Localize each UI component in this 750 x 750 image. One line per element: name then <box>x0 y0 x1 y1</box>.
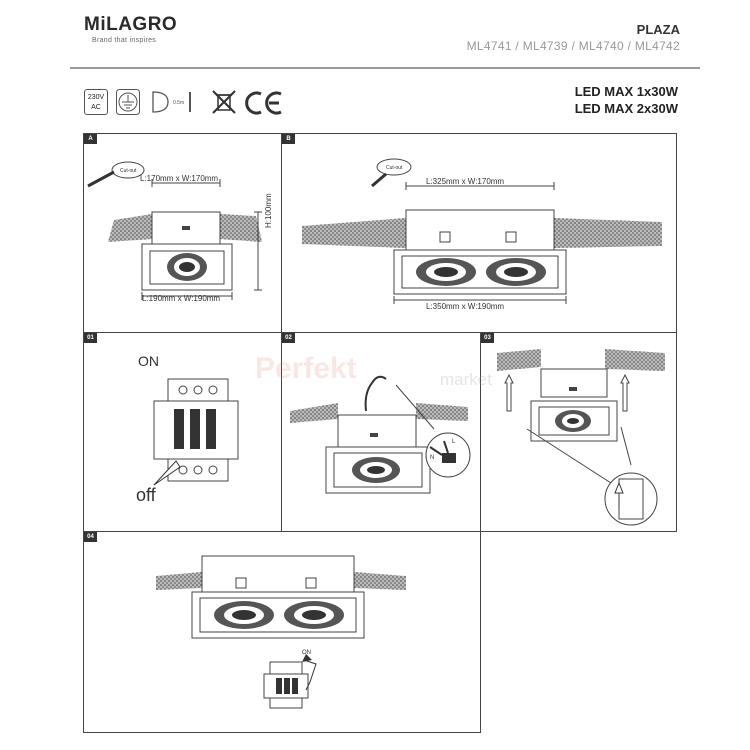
step-01-switch-off: 01 ON off <box>83 332 282 532</box>
step-03-insert-fixture: 03 <box>480 332 677 532</box>
cutout-dimension: L:170mm x W:170mm <box>140 174 219 183</box>
product-name: PLAZA <box>636 22 680 37</box>
outer-dimension: L:190mm x W:190mm <box>142 294 221 303</box>
panel-b-dimensions-double: B Cut-out L:325mm x W:170mm L <box>281 133 677 333</box>
cutout-dimension: L:325mm x W:170mm <box>426 177 505 186</box>
panel-tag: B <box>282 134 295 144</box>
model-numbers: ML4741 / ML4739 / ML4740 / ML4742 <box>466 39 680 53</box>
circuit-breaker-drawing <box>153 378 239 486</box>
led-rating-double: LED MAX 2x30W <box>574 101 678 116</box>
panel-tag: 03 <box>481 333 494 343</box>
watermark: Perfekt <box>255 352 357 385</box>
ce-mark-icon <box>245 91 282 115</box>
panel-tag: A <box>84 134 97 144</box>
neutral-label: N <box>430 455 435 461</box>
brand-tagline: Brand that inspires <box>92 37 157 44</box>
panel-a-dimensions-single: A Cut-out <box>83 133 282 333</box>
no-dispose-bin-icon <box>212 90 236 114</box>
led-rating-single: LED MAX 1x30W <box>574 84 678 99</box>
brand-logo: MiLAGRO <box>84 14 178 35</box>
on-label: ON <box>138 353 159 369</box>
installation-drawing <box>497 349 665 526</box>
cutout-label: Cut-out <box>120 168 137 174</box>
on-label: ON <box>302 650 311 656</box>
watermark-sub: market <box>440 370 492 389</box>
cutout-label: Cut-out <box>386 165 403 171</box>
height-dimension: H:100mm <box>264 193 273 228</box>
class-1-earth-icon <box>116 89 140 115</box>
wiring-drawing <box>290 375 471 494</box>
voltage-value: 230V <box>87 94 105 101</box>
step-04-switch-on: 04 ON <box>83 531 481 733</box>
live-label: L <box>452 439 456 445</box>
step-02-connect-wires: 02 N L <box>281 332 481 532</box>
dimmable-icon <box>152 91 169 113</box>
double-fixture-drawing: Cut-out <box>302 158 662 304</box>
panel-tag: 04 <box>84 532 97 542</box>
final-install-drawing <box>156 555 406 709</box>
distance-value: 0.5m <box>173 100 184 106</box>
panel-tag: 01 <box>84 333 97 343</box>
header-divider <box>70 67 700 69</box>
outer-dimension: L:350mm x W:190mm <box>426 302 505 311</box>
voltage-icon: 230V AC <box>84 89 108 115</box>
distance-icon: 0.5m <box>173 92 191 112</box>
current-type: AC <box>91 104 101 111</box>
single-fixture-drawing: Cut-out <box>87 161 262 300</box>
instruction-grid: A Cut-out <box>83 133 677 733</box>
off-label: off <box>136 485 156 505</box>
panel-tag: 02 <box>282 333 295 343</box>
